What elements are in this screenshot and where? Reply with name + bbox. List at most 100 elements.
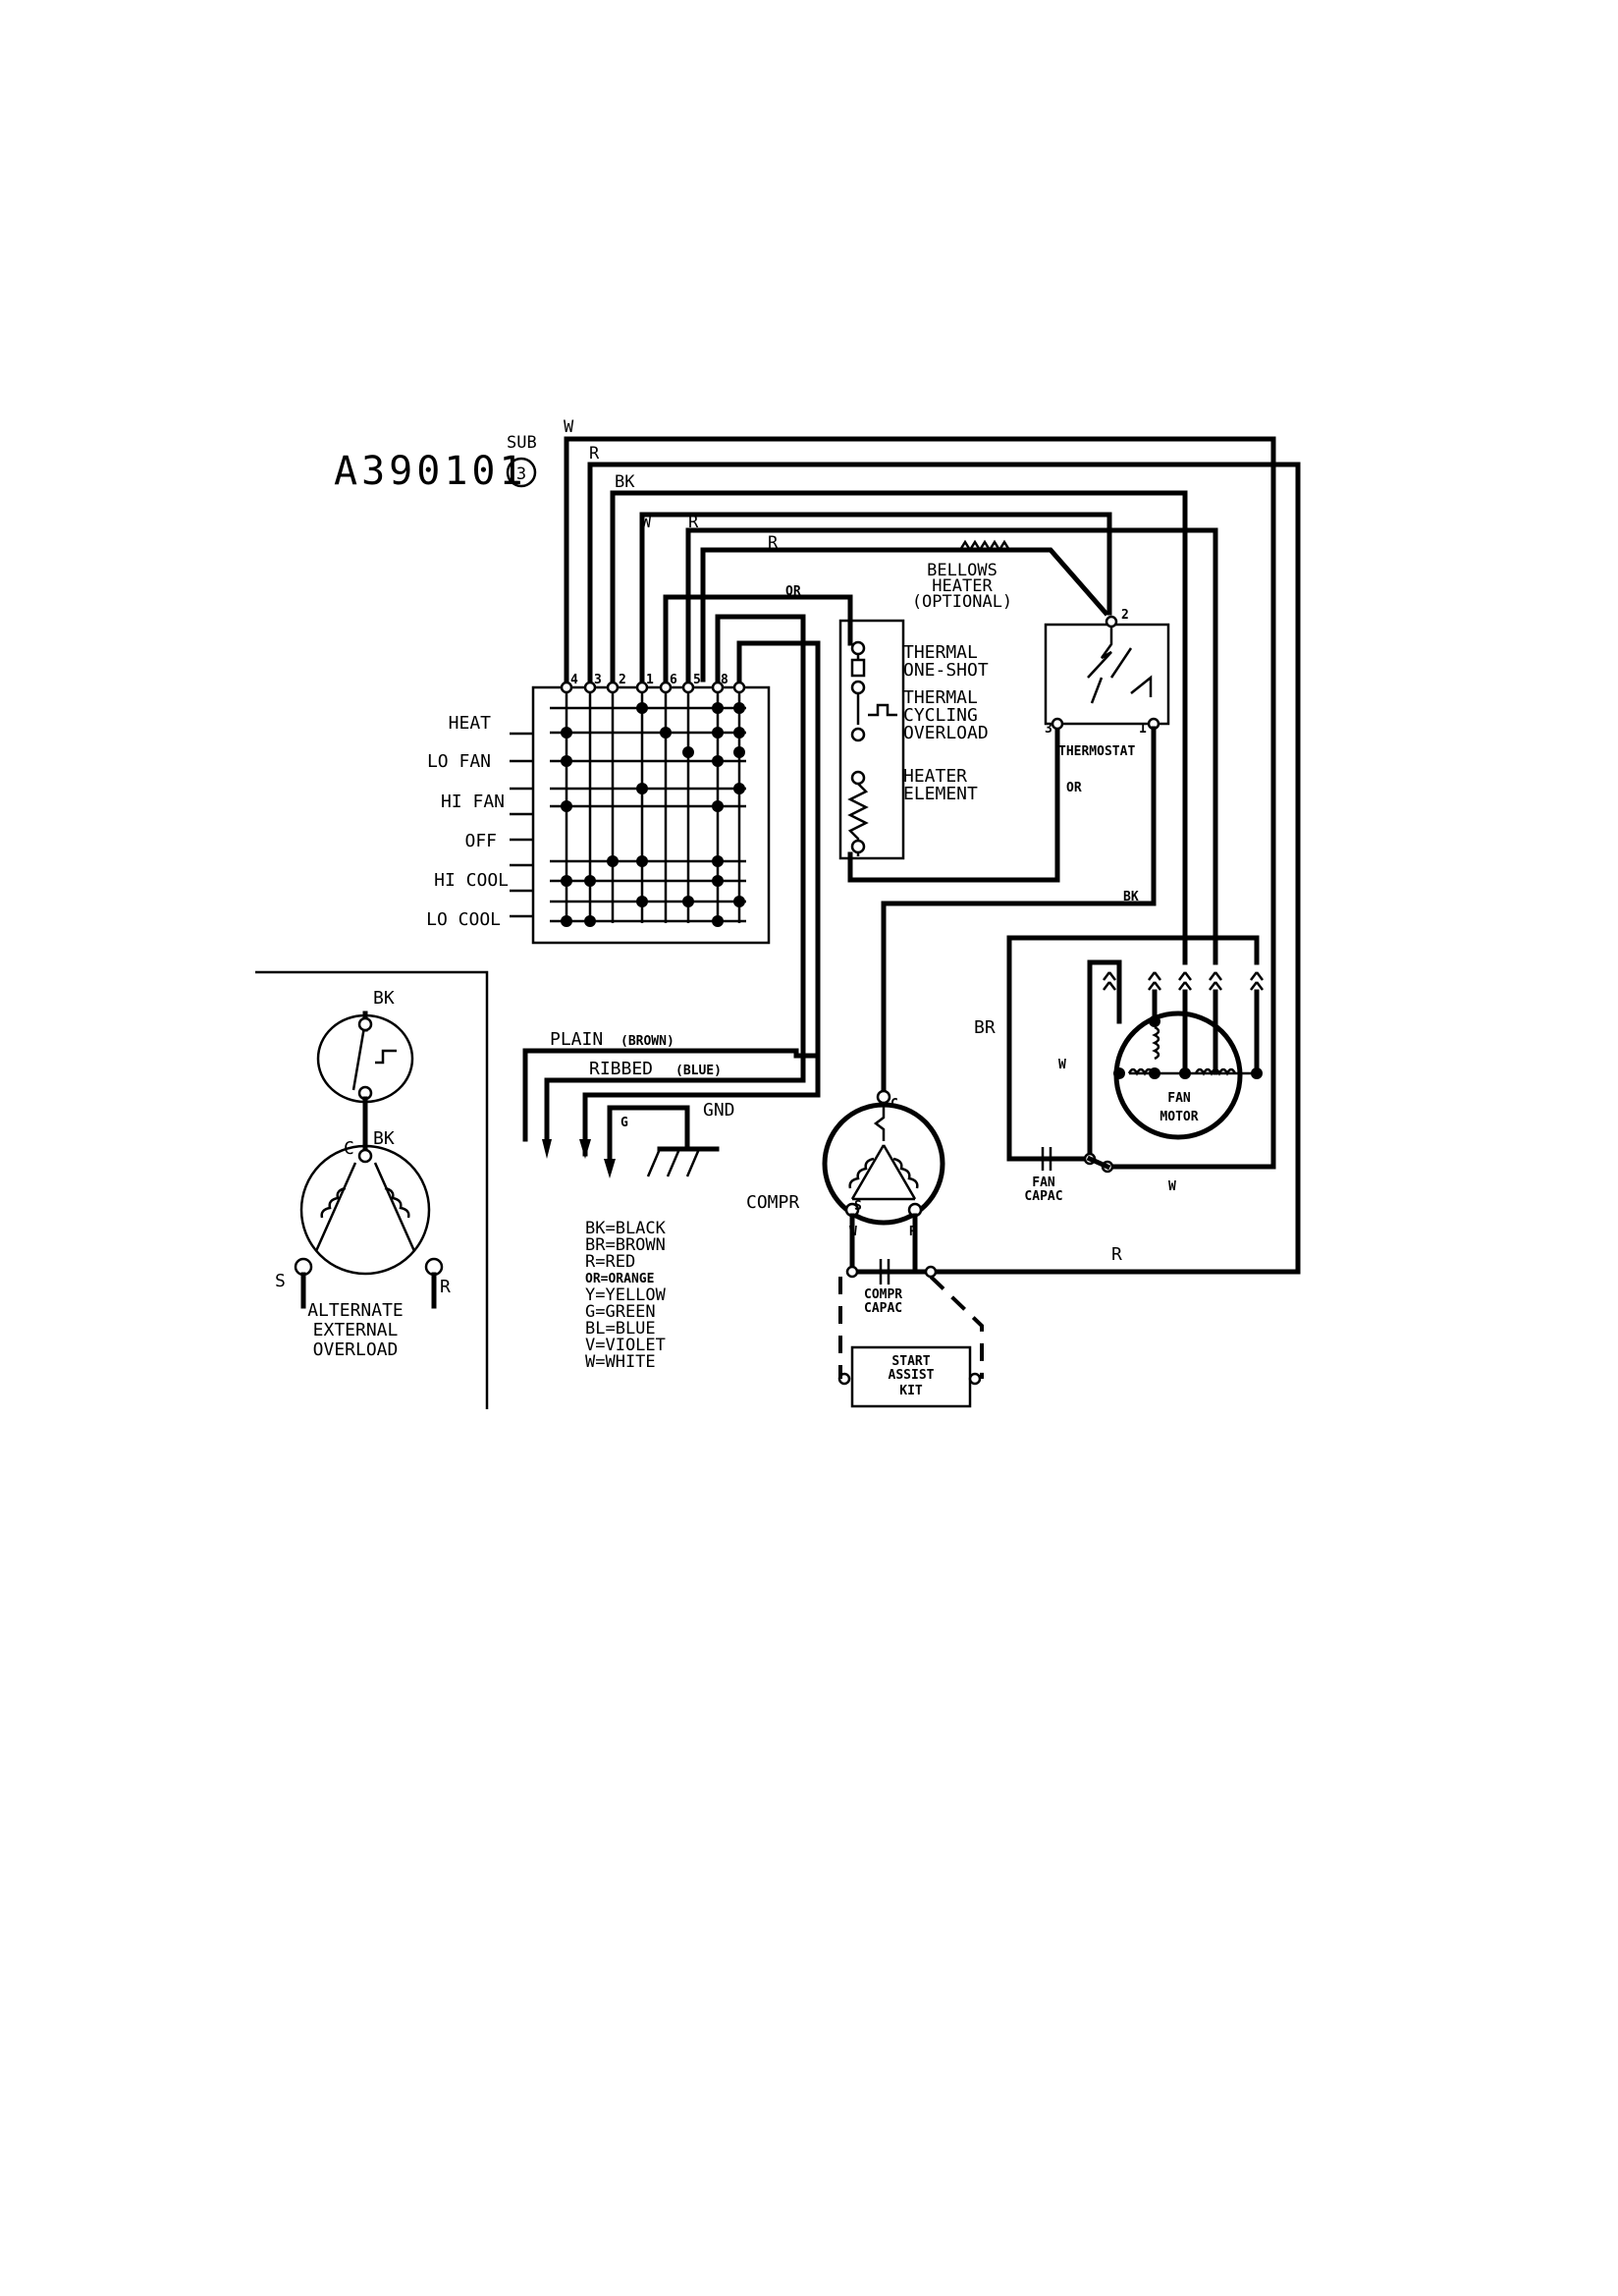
compressor-winding-s [848, 1157, 875, 1189]
thermostat-term-2: 2 [1121, 608, 1129, 623]
one-shot-line-2: ONE-SHOT [903, 660, 989, 681]
selector-switch [510, 681, 771, 945]
position-lo-fan: LO FAN [427, 751, 491, 772]
legend-item: BL=BLUE [585, 1319, 656, 1339]
label-w2: W [641, 513, 652, 532]
alt-s: S [275, 1271, 286, 1291]
compr-term-w: W [849, 1225, 857, 1239]
wire-g [607, 1105, 690, 1162]
label-g: G [620, 1116, 628, 1130]
sub-number: 3 [516, 465, 526, 484]
switch-terminals [560, 681, 746, 694]
start-kit-line-1: START [891, 1354, 930, 1369]
ribbed-label: RIBBED [589, 1059, 653, 1079]
gnd-label: GND [703, 1100, 735, 1121]
terminal-5: 5 [693, 673, 701, 687]
compr-term-s: S [854, 1199, 862, 1214]
heater-line-1: HEATER [903, 766, 967, 787]
alt-compressor-case [299, 1144, 431, 1276]
alt-title-line-3: OVERLOAD [313, 1339, 399, 1360]
alt-windings-frame [314, 1162, 416, 1252]
terminal-4: 4 [570, 673, 578, 687]
wire-w-fan [1006, 959, 1093, 1162]
label-br: BR [974, 1017, 996, 1038]
switch-ticks [510, 732, 533, 918]
compressor [822, 1089, 945, 1285]
compressor-winding-r [892, 1157, 919, 1189]
compr-capac-line-2: CAPAC [864, 1301, 902, 1316]
terminal-6: 6 [670, 673, 677, 687]
fan-motor-line-2: MOTOR [1160, 1110, 1198, 1124]
color-legend: BK=BLACK BR=BROWN R=RED OR=ORANGE Y=YELL… [585, 1219, 667, 1372]
compr-capac-line-1: COMPR [864, 1287, 902, 1302]
label-w4: W [1168, 1179, 1176, 1194]
bellows-line-2: HEATER [932, 576, 993, 596]
wire-w-2 [639, 512, 1112, 683]
overload-symbol [351, 1020, 397, 1091]
alt-winding-r [384, 1186, 410, 1219]
compr-term-r: R [909, 1225, 917, 1239]
label-w1: W [564, 417, 574, 437]
alt-r: R [440, 1277, 451, 1297]
wire-heater-to-thermostat [847, 721, 1060, 883]
power-cord [522, 1048, 821, 1178]
wire-fan-w-link [1087, 959, 1122, 1024]
wire-r-3 [700, 547, 1109, 683]
position-hi-cool: HI COOL [434, 870, 509, 891]
compressor-windings-frame [850, 1144, 917, 1201]
start-kit-line-3: KIT [899, 1384, 923, 1398]
connector-2 [1148, 971, 1161, 991]
connector-5 [1250, 971, 1264, 991]
alternate-overload-inset [255, 970, 489, 1409]
label-r1: R [589, 444, 600, 464]
sub-circle [506, 457, 537, 488]
start-kit-wire-right [929, 1275, 984, 1379]
connector-3 [1178, 971, 1192, 991]
heater-box [838, 619, 905, 860]
compr-label: COMPR [746, 1192, 799, 1213]
label-r4: R [1111, 1244, 1122, 1265]
plain-label: PLAIN [550, 1029, 603, 1050]
thermostat-term-1: 1 [1139, 722, 1147, 737]
legend-item: W=WHITE [585, 1352, 656, 1372]
alt-bk-2: BK [373, 1128, 395, 1149]
thermostat-box [1044, 623, 1170, 726]
cycling-line-1: THERMAL [903, 687, 978, 708]
connector-4 [1209, 971, 1222, 991]
thermostat [881, 615, 1170, 1098]
start-kit-line-2: ASSIST [889, 1368, 935, 1383]
cycling-line-2: CYCLING [903, 705, 978, 726]
bellows-line-1: BELLOWS [927, 561, 998, 580]
terminal-8: 8 [721, 673, 728, 687]
position-heat: HEAT [449, 713, 492, 734]
switch-contacts [561, 702, 745, 927]
diagram-id: A390101 [334, 449, 527, 494]
bellows-heater-coil [958, 539, 1011, 553]
top-wires [564, 436, 1301, 1275]
wire-bk-2 [881, 726, 1157, 1098]
inset-border [255, 970, 489, 1409]
alt-winding-s [320, 1186, 347, 1219]
switch-body [531, 685, 771, 945]
terminal-3: 3 [594, 673, 602, 687]
sub-label: SUB [507, 433, 537, 453]
wire-fan-right [1006, 935, 1260, 985]
fan-motor [1006, 935, 1264, 1162]
plain-color-label: (BROWN) [620, 1034, 674, 1049]
wire-w-1 [564, 436, 1276, 1170]
compr-term-c: C [890, 1097, 898, 1112]
thermostat-term-3: 3 [1045, 722, 1052, 737]
compressor-case [822, 1102, 945, 1226]
fan-capac-line-1: FAN [1032, 1175, 1055, 1190]
cycling-line-3: OVERLOAD [903, 723, 989, 743]
label-r2: R [688, 513, 699, 532]
legend-item: BR=BROWN [585, 1235, 666, 1255]
wire-r-1 [587, 462, 1301, 1275]
terminal-1: 1 [646, 673, 654, 687]
label-or2: OR [1066, 781, 1082, 795]
fan-capacitor [1006, 1147, 1114, 1174]
wire-plain [522, 1048, 806, 1142]
thermostat-contacts [1087, 627, 1153, 704]
label-w3: W [1058, 1058, 1066, 1072]
